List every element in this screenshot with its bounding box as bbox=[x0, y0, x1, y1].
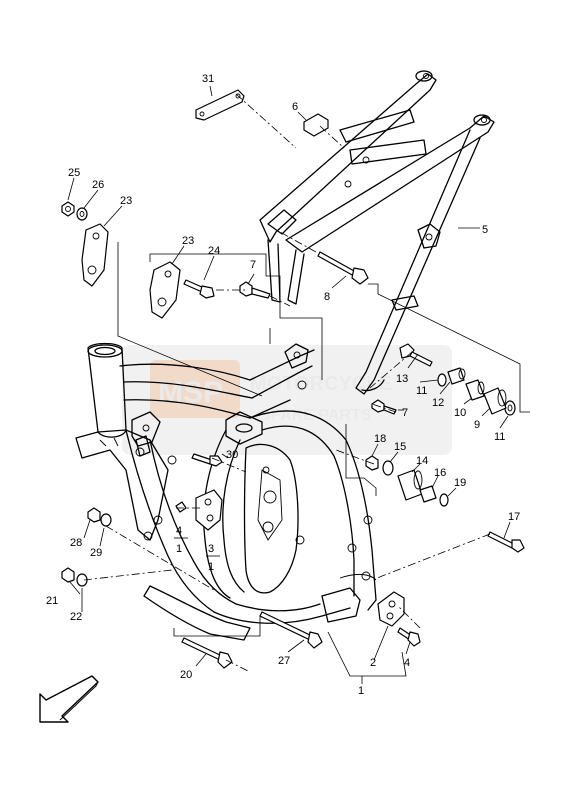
part-23-bracket-upper bbox=[81, 223, 109, 287]
watermark-logo-block bbox=[150, 360, 240, 418]
part-small-bolt bbox=[175, 501, 187, 513]
sub-frame-drawing bbox=[259, 70, 495, 395]
part-7-bolt-upper bbox=[239, 281, 271, 299]
part-14-bushing bbox=[397, 469, 423, 501]
part-16-collar bbox=[419, 485, 437, 503]
part-27-bolt bbox=[259, 611, 323, 649]
watermark-brand-line1: MOTORCYCLE bbox=[250, 373, 392, 395]
label-part-30: 30 bbox=[226, 449, 238, 461]
label-part-18: 18 bbox=[374, 433, 386, 445]
part-4-bolt-lower bbox=[397, 627, 421, 647]
label-part-27: 27 bbox=[278, 655, 290, 667]
part-23-bracket-lower bbox=[149, 261, 181, 319]
label-part-8: 8 bbox=[324, 291, 330, 303]
label-part-15: 15 bbox=[394, 441, 406, 453]
part-25-nut bbox=[61, 201, 75, 217]
label-part-17: 17 bbox=[508, 511, 520, 523]
label-part-25: 25 bbox=[68, 167, 80, 179]
part-31-strap bbox=[195, 89, 245, 121]
label-part-12: 12 bbox=[432, 397, 444, 409]
part-4-bracket-middle bbox=[195, 489, 223, 531]
dash-dot-axis-lines bbox=[83, 93, 491, 673]
part-2-bracket-lower bbox=[377, 591, 405, 627]
label-part-20: 20 bbox=[180, 669, 192, 681]
part-10-spacer bbox=[465, 379, 485, 401]
label-part-23-lower: 23 bbox=[182, 235, 194, 247]
label-part-4-lower: 4 bbox=[404, 657, 410, 669]
part-20-bolt bbox=[181, 637, 233, 669]
label-part-31: 31 bbox=[202, 73, 214, 85]
part-19-washer bbox=[439, 493, 449, 507]
label-part-9: 9 bbox=[474, 419, 480, 431]
part-17-bolt bbox=[487, 531, 525, 553]
label-part-4-ref: 4 bbox=[176, 525, 182, 537]
watermark-brand-line2: SPARE PARTS bbox=[260, 407, 372, 424]
label-part-14: 14 bbox=[416, 455, 428, 467]
label-part-24: 24 bbox=[208, 245, 220, 257]
part-labels: 31 6 5 25 26 23 23 24 7 8 13 11 7 12 10 … bbox=[46, 73, 520, 697]
label-part-10: 10 bbox=[454, 407, 466, 419]
label-part-26: 26 bbox=[92, 179, 104, 191]
main-frame-drawing bbox=[75, 342, 377, 641]
part-29-washer bbox=[100, 513, 112, 527]
label-part-2: 2 bbox=[370, 657, 376, 669]
part-15-washer bbox=[382, 460, 394, 476]
label-part-28: 28 bbox=[70, 537, 82, 549]
part-28-nut bbox=[87, 507, 101, 523]
part-9-bushing bbox=[483, 387, 507, 415]
label-part-23-upper: 23 bbox=[120, 195, 132, 207]
label-part-13: 13 bbox=[396, 373, 408, 385]
label-part-19: 19 bbox=[454, 477, 466, 489]
label-part-21: 21 bbox=[46, 595, 58, 607]
label-part-4-ref-sub: 1 bbox=[176, 543, 182, 555]
label-part-6: 6 bbox=[292, 101, 298, 113]
label-part-11-upper: 11 bbox=[416, 385, 427, 397]
label-part-3-ref-sub: 1 bbox=[208, 561, 214, 573]
part-8-long-bolt bbox=[317, 251, 369, 285]
label-part-7-upper: 7 bbox=[250, 259, 256, 271]
part-26-washer bbox=[76, 207, 88, 221]
part-24-bolt bbox=[183, 279, 215, 299]
label-part-3-ref: 3 bbox=[208, 543, 214, 555]
part-12-collar bbox=[447, 367, 466, 385]
part-13-bolt bbox=[399, 343, 433, 367]
watermark: MSP MOTORCYCLE SPARE PARTS bbox=[122, 345, 452, 455]
label-part-11-lower: 11 bbox=[494, 431, 505, 443]
front-direction-arrow-icon bbox=[39, 675, 99, 723]
label-part-29: 29 bbox=[90, 547, 102, 559]
leader-lines bbox=[67, 85, 530, 684]
label-part-7-lower: 7 bbox=[402, 407, 408, 419]
label-part-1: 1 bbox=[358, 685, 364, 697]
part-6-damper bbox=[303, 113, 329, 137]
part-21-nut bbox=[61, 567, 75, 583]
label-part-5: 5 bbox=[482, 224, 488, 236]
label-part-22: 22 bbox=[70, 611, 82, 623]
part-11-washer-a bbox=[437, 373, 447, 387]
label-part-16: 16 bbox=[434, 467, 446, 479]
